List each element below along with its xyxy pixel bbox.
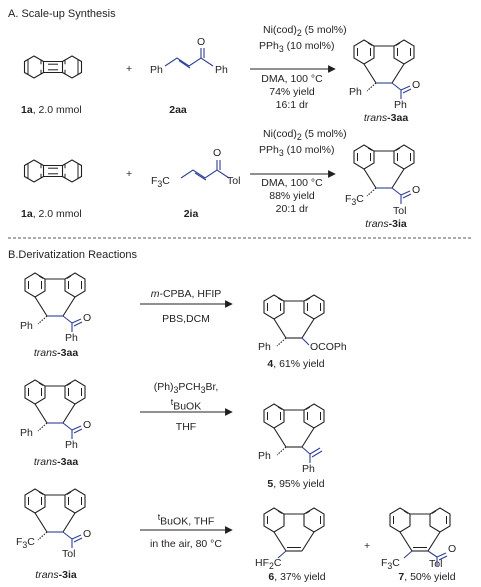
- product-5-structure: [263, 403, 325, 463]
- product-3ia-structure: [353, 144, 415, 204]
- 2ia-cf3: F3C: [151, 175, 170, 190]
- 3aa-oxygen: O: [412, 79, 421, 91]
- 2aa-ph-left: Ph: [150, 64, 163, 76]
- rxn5-conditions-air: in the air, 80 °C: [150, 538, 222, 550]
- label-trans-3ia-a: trans-3ia: [365, 218, 407, 230]
- biphenylene-1a-structure: [23, 55, 83, 79]
- 7-oxygen: O: [448, 543, 457, 555]
- 3aa-ph-b: Ph: [394, 99, 407, 111]
- 7-cf3: F3C: [381, 557, 400, 572]
- substrate-3ia-structure-rxn5: [24, 488, 86, 548]
- 2ia-oxygen: O: [213, 147, 222, 159]
- substrate-3aa-structure-rxn3: [24, 272, 86, 332]
- 4-ocoph: OCOPh: [310, 341, 347, 353]
- substrate-3aa-structure-rxn4: [24, 379, 86, 439]
- rxn2-solvent-temp: DMA, 100 °C: [261, 177, 323, 189]
- 2aa-oxygen: O: [197, 36, 206, 48]
- rxn4-base: tBuOK: [170, 397, 202, 413]
- rxn1-yield: 74% yield: [269, 86, 315, 98]
- rxn3-sub-oxygen: O: [83, 312, 92, 324]
- label-trans-3aa-rxn4: trans-3aa: [33, 456, 79, 468]
- rxn5-sub-cf3: F3C: [16, 536, 35, 551]
- rxn4-wittig-reagent: (Ph)3PCH3Br,: [153, 381, 219, 396]
- 3aa-ph-a: Ph: [349, 86, 362, 98]
- 5-ph-a: Ph: [258, 450, 271, 462]
- rxn1-catalyst: Ni(cod)2 (5 mol%): [263, 24, 347, 39]
- rxn2-dr: 20:1 dr: [275, 203, 309, 215]
- 3ia-tol: Tol: [393, 205, 407, 217]
- rxn5-base: tBuOK, THF: [157, 512, 215, 528]
- rxn4-sub-ph-a: Ph: [20, 427, 33, 439]
- section-a-title: A. Scale-up Synthesis: [8, 8, 116, 20]
- rxn2-yield: 88% yield: [269, 190, 315, 202]
- rxn3-sub-ph-a: Ph: [20, 320, 33, 332]
- 3ia-oxygen: O: [412, 184, 421, 196]
- label-2aa: 2aa: [169, 104, 187, 116]
- label-5: 5, 95% yield: [267, 478, 325, 490]
- 7-tol: Tol: [429, 558, 443, 570]
- label-4: 4, 61% yield: [267, 358, 325, 370]
- rxn2-catalyst: Ni(cod)2 (5 mol%): [263, 128, 347, 143]
- product-3aa-structure: [353, 39, 415, 99]
- 2aa-ph-right: Ph: [215, 64, 228, 76]
- label-2ia: 2ia: [183, 208, 199, 220]
- rxn4-sub-oxygen: O: [83, 419, 92, 431]
- rxn5-sub-tol: Tol: [62, 548, 76, 560]
- biphenylene-1a-structure-2: [23, 159, 83, 183]
- 5-ph-b: Ph: [302, 463, 315, 475]
- rxn4-solvent: THF: [175, 421, 197, 433]
- rxn2-ligand: PPh3 (10 mol%): [259, 144, 335, 159]
- rxn1-ligand: PPh3 (10 mol%): [259, 40, 335, 55]
- rxn3-solvent: PBS,DCM: [162, 313, 210, 325]
- 2ia-tol: Tol: [227, 175, 241, 187]
- 6-hf2c: HF2C: [255, 557, 282, 572]
- rxn5-sub-oxygen: O: [83, 528, 92, 540]
- label-6: 6, 37% yield: [268, 571, 326, 583]
- rxn4-sub-ph-b: Ph: [65, 439, 78, 451]
- plus-sign-rxn2: +: [126, 168, 133, 180]
- label-1a-rxn2: 1a, 2.0 mmol: [21, 208, 82, 220]
- 4-ph: Ph: [258, 341, 271, 353]
- rxn1-dr: 16:1 dr: [275, 99, 309, 111]
- label-1a-rxn1: 1a, 2.0 mmol: [21, 104, 82, 116]
- label-trans-3aa-a: trans-3aa: [363, 112, 409, 124]
- chalcone-2aa-structure: [164, 48, 214, 69]
- label-7: 7, 50% yield: [398, 571, 456, 583]
- product-6-structure: [263, 507, 325, 559]
- rxn1-solvent-temp: DMA, 100 °C: [261, 73, 323, 85]
- section-b-title: B.Derivatization Reactions: [8, 249, 138, 261]
- label-trans-3ia-rxn5: trans-3ia: [35, 569, 77, 581]
- trifluorocrotonyl-2ia-structure: [180, 160, 230, 181]
- product-4-structure: [263, 294, 325, 347]
- plus-sign-rxn1: +: [126, 63, 133, 75]
- rxn3-reagent: m-CPBA, HFIP: [150, 288, 222, 300]
- 3ia-cf3: F3C: [345, 193, 364, 208]
- plus-sign-rxn5: +: [364, 540, 371, 552]
- rxn3-sub-ph-b: Ph: [65, 332, 78, 344]
- label-trans-3aa-rxn3: trans-3aa: [33, 347, 79, 359]
- product-7-structure: [389, 507, 451, 566]
